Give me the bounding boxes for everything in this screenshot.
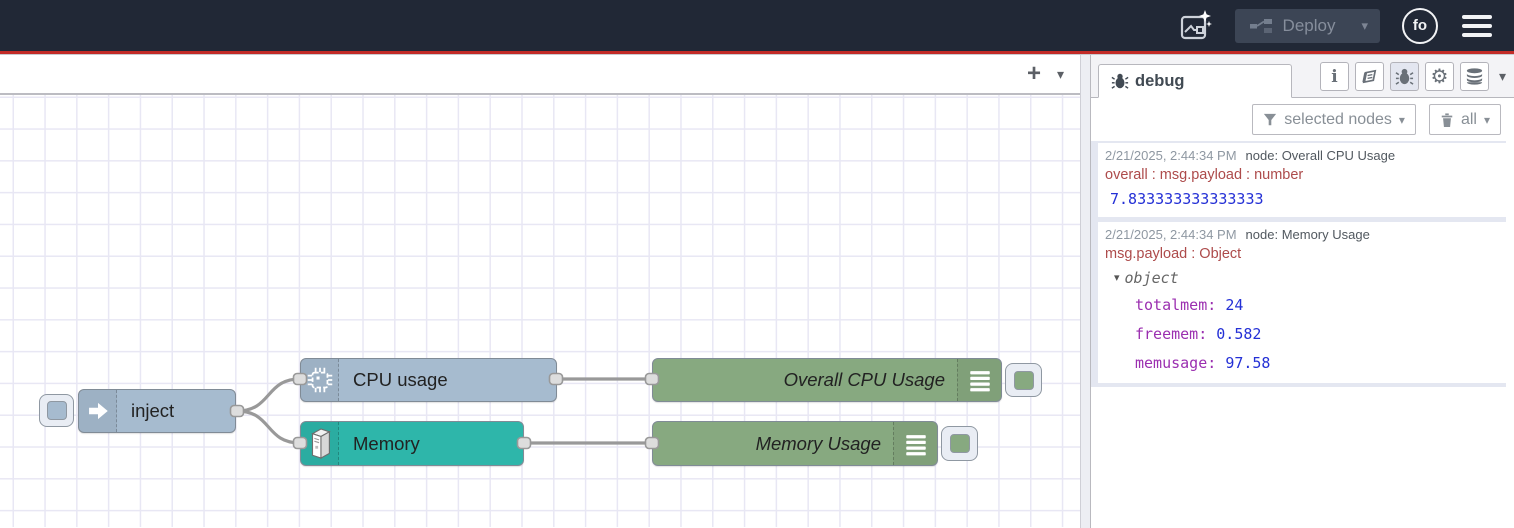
chevron-down-icon: ▾ bbox=[1483, 112, 1490, 127]
object-type-label: object bbox=[1124, 269, 1179, 287]
node-inject[interactable]: inject bbox=[78, 389, 236, 433]
message-property: overall : msg.payload : number bbox=[1105, 167, 1304, 183]
entry-value: 24 bbox=[1225, 296, 1244, 314]
flow-tabstrip: + ▾ bbox=[0, 55, 1080, 95]
bug-icon bbox=[1395, 68, 1414, 85]
debug-message-list: 2/21/2025, 2:44:34 PM node: Overall CPU … bbox=[1091, 141, 1506, 387]
add-flow-button[interactable]: + bbox=[1026, 60, 1041, 87]
tab-context-button[interactable] bbox=[1459, 62, 1489, 91]
wire-inject-cpu bbox=[235, 377, 302, 413]
debug-toggle-button[interactable] bbox=[941, 426, 978, 461]
sidebar: debug i bbox=[1091, 55, 1514, 528]
chevron-down-icon: ▾ bbox=[1361, 17, 1368, 33]
gear-icon: ⚙ bbox=[1430, 66, 1449, 88]
menu-icon[interactable] bbox=[1460, 11, 1494, 41]
node-cpu-usage[interactable]: CPU usage bbox=[300, 358, 557, 402]
debug-console-icon bbox=[957, 359, 1001, 401]
message-property: msg.payload : Object bbox=[1105, 246, 1242, 262]
tab-debug-label: debug bbox=[1135, 71, 1185, 90]
sidebar-splitter[interactable] bbox=[1081, 55, 1091, 528]
message-timestamp: 2/21/2025, 2:44:34 PM bbox=[1105, 227, 1237, 242]
debug-toggle-inner bbox=[1013, 370, 1034, 390]
node-label: Memory Usage bbox=[755, 432, 881, 454]
debug-filter-label: selected nodes bbox=[1284, 110, 1392, 128]
message-node-name: node: Overall CPU Usage bbox=[1245, 148, 1396, 163]
bug-icon bbox=[1111, 73, 1129, 89]
snapshot-export-icon[interactable] bbox=[1177, 8, 1213, 44]
workspace: + ▾ inject bbox=[0, 55, 1081, 528]
tab-config-button[interactable]: ⚙ bbox=[1424, 62, 1454, 91]
debug-clear-button[interactable]: all ▾ bbox=[1428, 104, 1501, 135]
entry-value: 0.582 bbox=[1216, 325, 1262, 343]
deploy-button-label: Deploy bbox=[1282, 15, 1336, 35]
header-accent-line bbox=[0, 51, 1514, 54]
filter-funnel-icon bbox=[1264, 113, 1277, 125]
collapse-caret-icon: ▾ bbox=[1114, 272, 1120, 284]
entry-key: memusage: bbox=[1135, 354, 1217, 372]
tab-debug[interactable]: debug bbox=[1098, 64, 1292, 98]
user-avatar-initials: fo bbox=[1412, 17, 1428, 34]
node-label: inject bbox=[131, 400, 175, 421]
chevron-down-icon: ▾ bbox=[1398, 112, 1405, 127]
message-value: 7.833333333333333 bbox=[1110, 190, 1264, 208]
tab-debug-icon-button[interactable] bbox=[1389, 62, 1419, 91]
tab-info-button[interactable]: i bbox=[1319, 62, 1349, 91]
inject-arrow-icon bbox=[79, 390, 117, 432]
tab-help-button[interactable] bbox=[1354, 62, 1384, 91]
entry-key: totalmem: bbox=[1135, 296, 1217, 314]
user-avatar[interactable]: fo bbox=[1402, 7, 1438, 44]
debug-filter-button[interactable]: selected nodes ▾ bbox=[1252, 104, 1416, 135]
object-entry: freemem: 0.582 bbox=[1105, 320, 1499, 349]
entry-key: freemem: bbox=[1135, 325, 1208, 343]
cpu-chip-icon bbox=[301, 359, 339, 401]
wire-inject-memory bbox=[235, 409, 302, 445]
app-header: Deploy ▾ fo bbox=[0, 0, 1514, 51]
deploy-button[interactable]: Deploy ▾ bbox=[1234, 8, 1380, 43]
debug-toggle-inner bbox=[949, 434, 970, 453]
flow-canvas[interactable]: inject CPU usage bbox=[0, 95, 1080, 527]
debug-message[interactable]: 2/21/2025, 2:44:34 PM node: Memory Usage… bbox=[1098, 222, 1506, 383]
node-label: CPU usage bbox=[353, 369, 448, 390]
inject-trigger-inner bbox=[46, 401, 67, 420]
sidebar-tabbar: debug i bbox=[1091, 55, 1514, 98]
info-icon: i bbox=[1331, 66, 1338, 87]
object-entry: totalmem: 24 bbox=[1105, 291, 1499, 320]
flow-list-button[interactable]: ▾ bbox=[1056, 65, 1064, 82]
deploy-icon bbox=[1249, 18, 1272, 33]
trash-icon bbox=[1441, 112, 1453, 127]
message-node-name: node: Memory Usage bbox=[1245, 227, 1370, 242]
snapshot-export-icon bbox=[1180, 9, 1212, 39]
node-label: Overall CPU Usage bbox=[783, 369, 945, 390]
object-entry: memusage: 97.58 bbox=[1105, 349, 1499, 378]
database-icon bbox=[1466, 68, 1483, 85]
debug-console-icon bbox=[893, 422, 937, 465]
sidebar-tabs-menu-button[interactable]: ▾ bbox=[1498, 68, 1506, 84]
debug-toolbar: selected nodes ▾ all ▾ bbox=[1091, 98, 1514, 141]
node-debug-overall-cpu[interactable]: Overall CPU Usage bbox=[652, 358, 1002, 402]
message-timestamp: 2/21/2025, 2:44:34 PM bbox=[1105, 148, 1237, 163]
book-icon bbox=[1362, 69, 1377, 84]
debug-clear-label: all bbox=[1460, 110, 1477, 128]
debug-message[interactable]: 2/21/2025, 2:44:34 PM node: Overall CPU … bbox=[1098, 143, 1506, 217]
debug-toggle-button[interactable] bbox=[1005, 363, 1042, 397]
entry-value: 97.58 bbox=[1225, 354, 1271, 372]
node-debug-memory[interactable]: Memory Usage bbox=[652, 421, 938, 466]
server-tower-icon bbox=[301, 422, 339, 465]
inject-trigger-button[interactable] bbox=[39, 394, 74, 427]
object-expand-row[interactable]: ▾ object bbox=[1105, 265, 1499, 291]
node-label: Memory bbox=[353, 432, 420, 454]
node-memory[interactable]: Memory bbox=[300, 421, 524, 466]
